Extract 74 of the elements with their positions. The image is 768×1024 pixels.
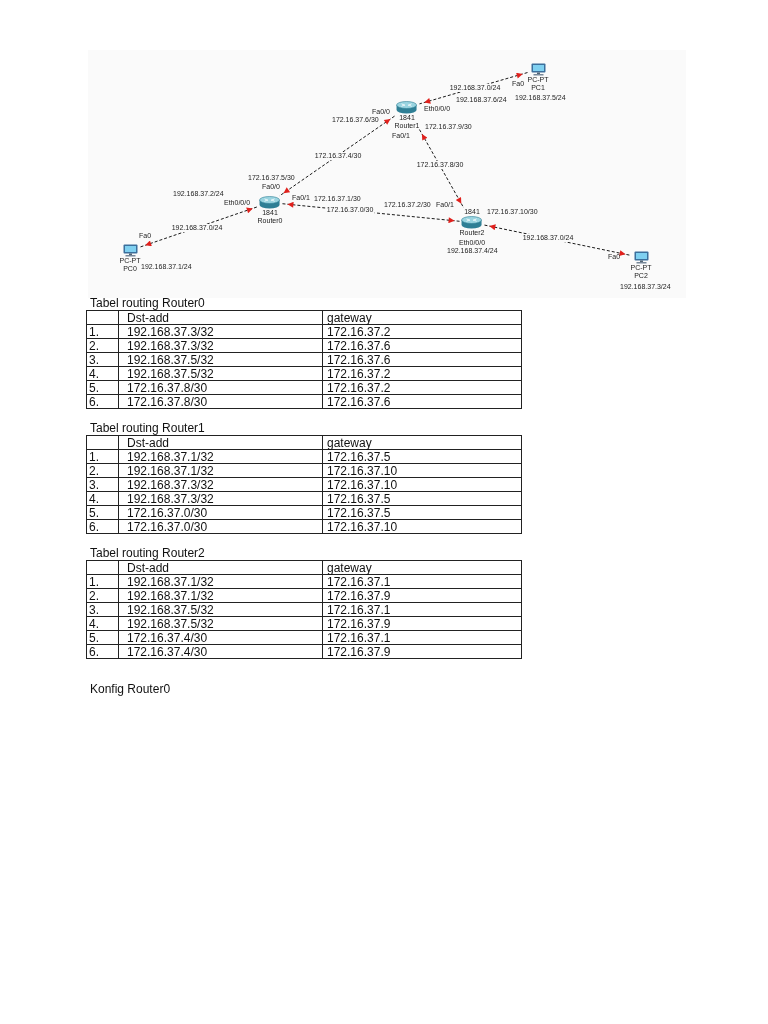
destination-address: 172.16.37.0/30 xyxy=(118,505,323,520)
destination-address: 192.168.37.5/32 xyxy=(118,352,323,367)
gateway-address: 172.16.37.6 xyxy=(322,338,522,353)
destination-address: 172.16.37.0/30 xyxy=(118,519,323,534)
column-header: Dst-add xyxy=(118,310,323,325)
destination-address: 192.168.37.3/32 xyxy=(118,491,323,506)
gateway-address: 172.16.37.2 xyxy=(322,366,522,381)
gateway-address: 172.16.37.5 xyxy=(322,449,522,464)
row-number: 3. xyxy=(86,352,119,367)
row-number: 6. xyxy=(86,519,119,534)
row-number: 5. xyxy=(86,380,119,395)
row-number: 2. xyxy=(86,588,119,603)
gateway-address: 172.16.37.10 xyxy=(322,477,522,492)
column-header: Dst-add xyxy=(118,435,323,450)
destination-address: 192.168.37.1/32 xyxy=(118,463,323,478)
destination-address: 172.16.37.8/30 xyxy=(118,394,323,409)
gateway-address: 172.16.37.10 xyxy=(322,519,522,534)
gateway-address: 172.16.37.1 xyxy=(322,602,522,617)
network-link xyxy=(418,72,528,105)
destination-address: 192.168.37.1/32 xyxy=(118,449,323,464)
column-header: gateway xyxy=(322,310,522,325)
gateway-address: 172.16.37.5 xyxy=(322,491,522,506)
column-header: gateway xyxy=(322,435,522,450)
gateway-address: 172.16.37.6 xyxy=(322,394,522,409)
destination-address: 192.168.37.5/32 xyxy=(118,616,323,631)
network-link xyxy=(418,129,465,209)
gateway-address: 172.16.37.9 xyxy=(322,644,522,659)
gateway-address: 172.16.37.2 xyxy=(322,324,522,339)
row-number: 1. xyxy=(86,574,119,589)
table-title: Tabel routing Router1 xyxy=(90,422,205,435)
row-number: 4. xyxy=(86,616,119,631)
table-title: Tabel routing Router0 xyxy=(90,297,205,310)
destination-address: 172.16.37.8/30 xyxy=(118,380,323,395)
gateway-address: 172.16.37.5 xyxy=(322,505,522,520)
row-number: 4. xyxy=(86,491,119,506)
destination-address: 192.168.37.1/32 xyxy=(118,588,323,603)
row-number: 1. xyxy=(86,324,119,339)
destination-address: 192.168.37.3/32 xyxy=(118,324,323,339)
gateway-address: 172.16.37.9 xyxy=(322,616,522,631)
column-header: Dst-add xyxy=(118,560,323,575)
pc-device xyxy=(119,244,141,273)
router-device xyxy=(459,208,485,237)
gateway-address: 172.16.37.6 xyxy=(322,352,522,367)
router-device xyxy=(394,101,420,130)
row-number: 6. xyxy=(86,394,119,409)
table-title: Tabel routing Router2 xyxy=(90,547,205,560)
destination-address: 192.168.37.5/32 xyxy=(118,366,323,381)
pc-device xyxy=(630,251,652,280)
row-number: 5. xyxy=(86,505,119,520)
destination-address: 192.168.37.3/32 xyxy=(118,477,323,492)
gateway-address: 172.16.37.2 xyxy=(322,380,522,395)
network-link xyxy=(278,115,396,197)
gateway-address: 172.16.37.10 xyxy=(322,463,522,478)
row-number: 6. xyxy=(86,644,119,659)
row-number: 3. xyxy=(86,602,119,617)
gateway-address: 172.16.37.1 xyxy=(322,574,522,589)
row-number: 2. xyxy=(86,338,119,353)
destination-address: 172.16.37.4/30 xyxy=(118,630,323,645)
gateway-address: 172.16.37.9 xyxy=(322,588,522,603)
row-number: 4. xyxy=(86,366,119,381)
router-device xyxy=(257,196,283,225)
destination-address: 192.168.37.5/32 xyxy=(118,602,323,617)
row-number: 2. xyxy=(86,463,119,478)
row-number: 3. xyxy=(86,477,119,492)
section-heading: Konfig Router0 xyxy=(90,683,171,696)
column-header: gateway xyxy=(322,560,522,575)
pc-device xyxy=(527,63,549,92)
destination-address: 192.168.37.1/32 xyxy=(118,574,323,589)
destination-address: 192.168.37.3/32 xyxy=(118,338,323,353)
destination-address: 172.16.37.4/30 xyxy=(118,644,323,659)
row-number: 5. xyxy=(86,630,119,645)
network-link xyxy=(140,206,259,248)
row-number: 1. xyxy=(86,449,119,464)
gateway-address: 172.16.37.1 xyxy=(322,630,522,645)
